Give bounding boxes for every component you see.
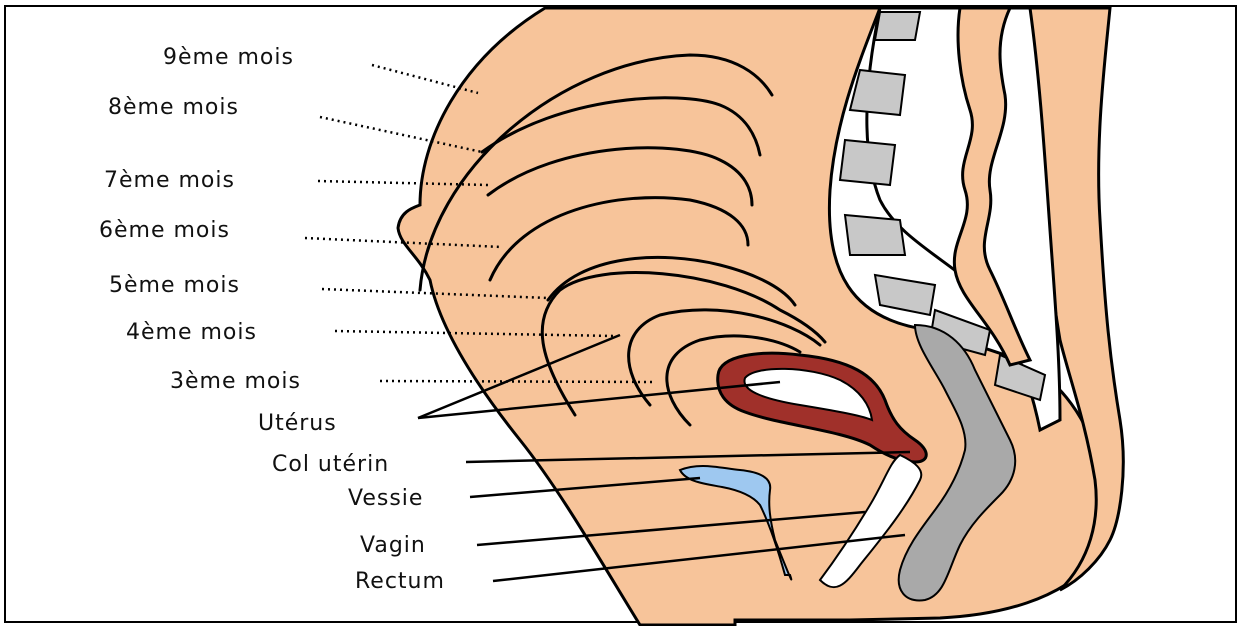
- label-9th-month: 9ème mois: [163, 45, 294, 70]
- label-bladder: Vessie: [348, 486, 423, 511]
- label-7th-month: 7ème mois: [104, 168, 235, 193]
- label-6th-month: 6ème mois: [99, 218, 230, 243]
- label-5th-month: 5ème mois: [109, 273, 240, 298]
- label-8th-month: 8ème mois: [108, 95, 239, 120]
- label-cervix: Col utérin: [272, 452, 389, 477]
- label-uterus: Utérus: [258, 411, 337, 436]
- label-3rd-month: 3ème mois: [170, 369, 301, 394]
- label-4th-month: 4ème mois: [126, 320, 257, 345]
- label-rectum: Rectum: [355, 569, 445, 594]
- label-vagina: Vagin: [360, 533, 426, 558]
